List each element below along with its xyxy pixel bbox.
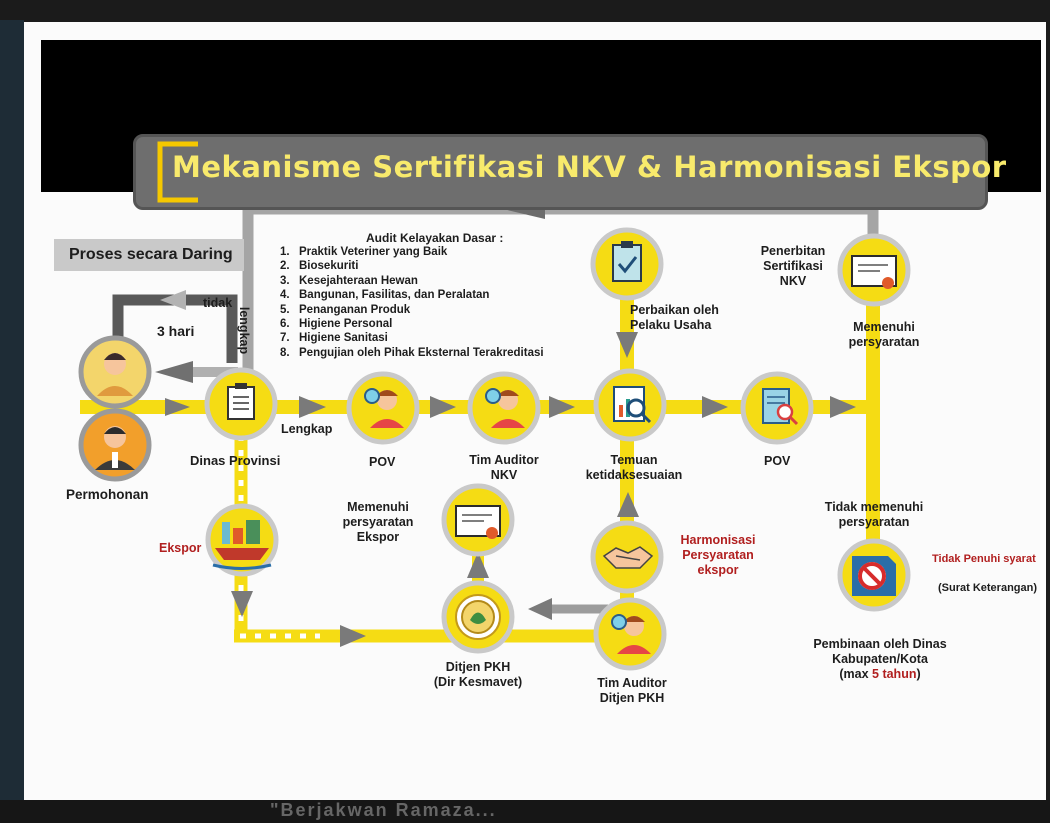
node-pov-2 bbox=[740, 371, 814, 445]
label-tidak: tidak bbox=[203, 296, 233, 310]
audit-item: 3.Kesejahteraan Hewan bbox=[280, 274, 418, 287]
audit-item: 4.Bangunan, Fasilitas, dan Peralatan bbox=[280, 289, 490, 302]
node-tidak-penuhi bbox=[837, 538, 911, 612]
title-box bbox=[133, 134, 988, 210]
label-permohonan: Permohonan bbox=[66, 487, 149, 502]
audit-title: Audit Kelayakan Dasar : bbox=[366, 231, 504, 245]
audit-item: 1.Praktik Veteriner yang Baik bbox=[280, 246, 448, 258]
node-ekspor bbox=[205, 503, 279, 577]
label-lengkap-vertical: lengkap bbox=[237, 306, 252, 355]
node-harmonisasi bbox=[590, 520, 664, 594]
node-sertifikat-ekspor bbox=[441, 483, 515, 557]
footer-text: "Berjakwan Ramaza... bbox=[270, 800, 497, 820]
label-dinas-provinsi: Dinas Provinsi bbox=[190, 453, 281, 468]
node-perempuan bbox=[78, 335, 152, 409]
label-pov-1: POV bbox=[369, 455, 396, 469]
label-3-hari: 3 hari bbox=[157, 323, 195, 339]
tidak-loop-arrow bbox=[160, 290, 186, 310]
audit-item: 2.Biosekuriti bbox=[280, 260, 359, 273]
node-ditjen-pkh bbox=[441, 580, 515, 654]
audit-list: 1.Praktik Veteriner yang Baik 2.Biosekur… bbox=[280, 245, 544, 360]
arrow-to-ditjen bbox=[528, 598, 552, 620]
node-tim-auditor-nkv bbox=[467, 371, 541, 445]
online-process-label: Proses secara Daring bbox=[54, 239, 244, 271]
label-ekspor: Ekspor bbox=[159, 541, 202, 555]
audit-item: 5.Penanganan Produk bbox=[280, 303, 411, 316]
label-tidak-penuhi-syarat: Tidak Penuhi syarat bbox=[932, 553, 1036, 565]
label-lengkap: Lengkap bbox=[281, 422, 333, 436]
label-surat-keterangan: (Surat Keterangan) bbox=[938, 582, 1038, 594]
node-tim-auditor-ditjen bbox=[593, 597, 667, 671]
arrow-auditor-temuan bbox=[549, 396, 575, 418]
bottom-strip: "Berjakwan Ramaza... bbox=[0, 800, 1050, 823]
tidak-return-arrow bbox=[155, 361, 193, 383]
node-permohonan-person bbox=[78, 408, 152, 482]
background-frame bbox=[0, 20, 24, 800]
bracket-icon bbox=[157, 141, 198, 203]
arrow-permohonan bbox=[165, 398, 190, 416]
arrow-lengkap bbox=[299, 396, 326, 418]
arrow-harmonisasi-up bbox=[617, 492, 639, 517]
audit-item: 6.Higiene Personal bbox=[280, 318, 393, 331]
arrow-perbaikan-down bbox=[616, 332, 638, 358]
node-sertifikat-nkv bbox=[837, 233, 911, 307]
label-pembinaan: Pembinaan oleh Dinas Kabupaten/Kota (max… bbox=[813, 637, 947, 681]
arrow-ditjen-up bbox=[467, 552, 489, 578]
label-ditjen-pkh: Ditjen PKH(Dir Kesmavet) bbox=[433, 660, 523, 689]
node-dinas-provinsi bbox=[204, 367, 278, 441]
audit-item: 8.Pengujian oleh Pihak Eksternal Terakre… bbox=[280, 346, 544, 359]
audit-item: 7.Higiene Sanitasi bbox=[280, 332, 388, 345]
page-title: Mekanisme Sertifikasi NKV & Harmonisasi … bbox=[172, 150, 1007, 184]
arrow-ekspor-down bbox=[231, 591, 253, 617]
arrow-pov-auditor bbox=[430, 396, 456, 418]
arrow-temuan-pov bbox=[702, 396, 728, 418]
arrow-bottom-right bbox=[340, 625, 366, 647]
node-pov-1 bbox=[346, 371, 420, 445]
label-pov-2: POV bbox=[764, 454, 791, 468]
node-perbaikan bbox=[590, 227, 664, 301]
node-temuan bbox=[593, 368, 667, 442]
arrow-pov-right bbox=[830, 396, 856, 418]
